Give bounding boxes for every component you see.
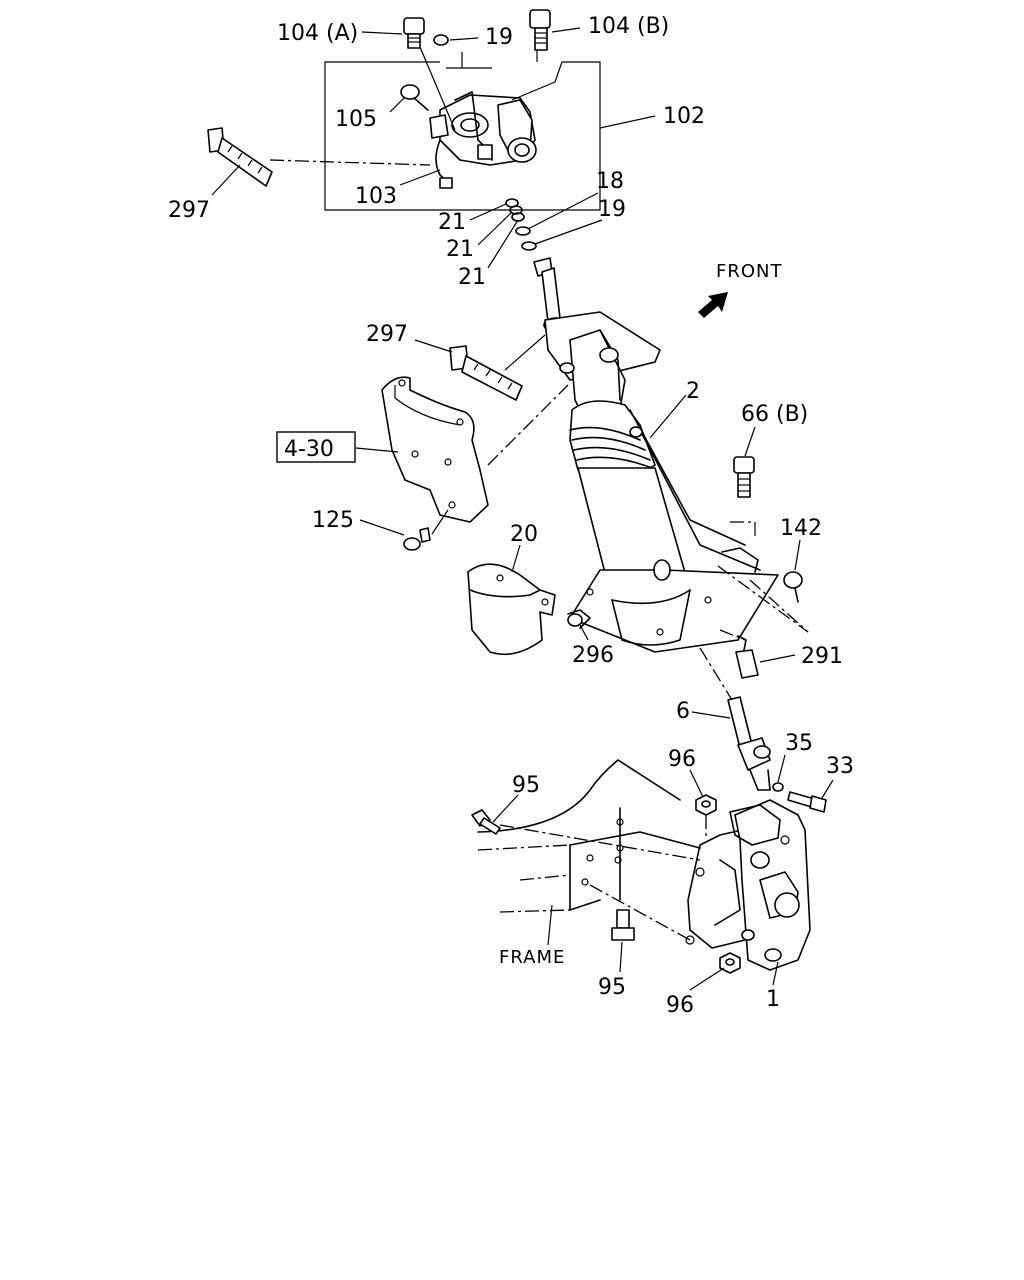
label-20: 20	[510, 522, 538, 547]
label-1: 1	[766, 987, 780, 1012]
label-96-top: 96	[668, 747, 696, 772]
cover-4-30	[381, 376, 569, 523]
label-95-bottom: 95	[598, 975, 626, 1000]
label-104b: 104 (B)	[588, 14, 669, 39]
steering-column-2	[533, 257, 809, 653]
switch-assembly-102	[324, 9, 601, 211]
label-21-a: 21	[438, 210, 466, 235]
label-66b: 66 (B)	[741, 402, 808, 427]
label-102: 102	[663, 104, 705, 129]
washers-18-19-21	[505, 198, 537, 251]
shield-20	[467, 563, 556, 656]
label-105: 105	[335, 107, 377, 132]
label-21-b: 21	[446, 237, 474, 262]
oring-19-top	[433, 34, 449, 46]
nut-96-top	[695, 794, 717, 838]
shaft-6	[699, 647, 771, 791]
label-4-30-box	[276, 431, 356, 463]
label-103: 103	[355, 184, 397, 209]
bolt-95-left	[471, 809, 501, 835]
gearbox-1	[685, 799, 811, 971]
label-19-top: 19	[485, 25, 513, 50]
label-96-bottom: 96	[666, 993, 694, 1018]
label-19-mid: 19	[598, 197, 626, 222]
screw-105	[400, 84, 429, 111]
label-125: 125	[312, 508, 354, 533]
label-33: 33	[826, 754, 854, 779]
label-296: 296	[572, 643, 614, 668]
label-104a: 104 (A)	[277, 21, 358, 46]
label-4-30: 4-30	[284, 437, 334, 462]
bolt-296	[567, 609, 591, 629]
label-2: 2	[686, 379, 700, 404]
clip-291	[719, 629, 759, 679]
bolt-33-washer-35	[772, 782, 827, 813]
harness-103	[435, 139, 449, 183]
label-18: 18	[596, 169, 624, 194]
label-142: 142	[780, 516, 822, 541]
frame	[477, 759, 701, 941]
part-labels: 104 (A) 104 (B) 19 105 102 297 103 18 19…	[168, 14, 854, 1018]
label-291: 291	[801, 644, 843, 669]
label-front: FRONT	[716, 261, 783, 282]
bolt-125	[403, 509, 449, 551]
cable-tie-297-top	[207, 127, 431, 187]
label-297-top: 297	[168, 198, 210, 223]
label-95-left: 95	[512, 773, 540, 798]
bolt-66b	[733, 456, 755, 498]
label-297-mid: 297	[366, 322, 408, 347]
front-arrow-icon	[698, 292, 728, 318]
leader-lines	[211, 27, 834, 991]
label-6: 6	[676, 699, 690, 724]
screw-142	[783, 571, 803, 603]
label-21-c: 21	[458, 265, 486, 290]
bolt-104b	[529, 9, 551, 51]
bolt-95-bottom	[611, 909, 635, 941]
nut-96-bottom	[719, 952, 741, 974]
label-35: 35	[785, 731, 813, 756]
cable-tie-297-mid	[449, 334, 546, 401]
bolt-104a	[403, 17, 425, 49]
label-frame: FRAME	[499, 947, 565, 968]
